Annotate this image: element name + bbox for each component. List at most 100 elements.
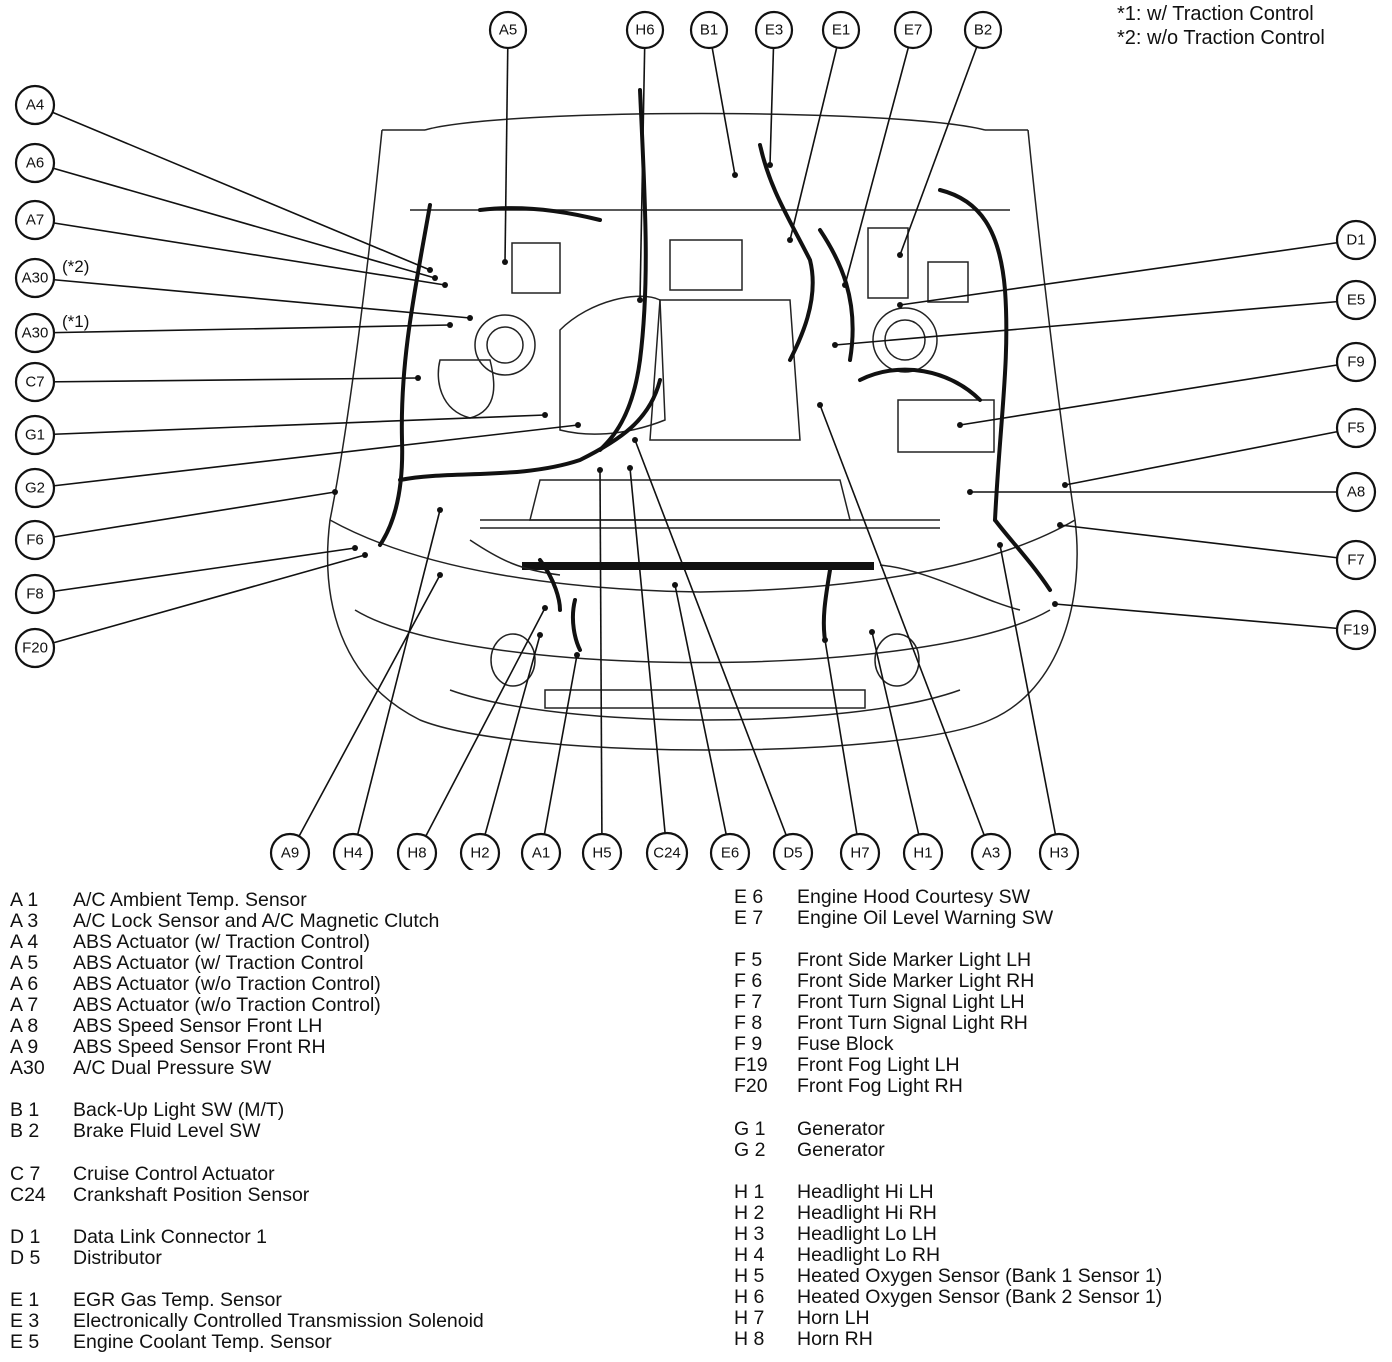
legend-code: A 1 — [10, 889, 39, 911]
note-traction-control: *1: w/ Traction Control — [1117, 3, 1314, 25]
connector-point-h3 — [997, 542, 1003, 548]
leader-line-f7 — [1059, 524, 1357, 561]
legend-description: Headlight Hi RH — [797, 1202, 937, 1224]
leader-line-g1 — [34, 414, 546, 436]
connector-point-f5 — [1062, 482, 1068, 488]
legend-code: H 6 — [734, 1286, 765, 1308]
legend-code: F 7 — [734, 991, 763, 1013]
legend-code: B 1 — [10, 1099, 40, 1121]
leader-line-f9 — [959, 361, 1357, 426]
callout-e5: E5 — [1335, 279, 1377, 321]
callout-label: F19 — [1343, 622, 1369, 639]
callout-b2: B2 — [963, 10, 1003, 50]
connector-point-g1 — [542, 412, 548, 418]
legend-description: Heated Oxygen Sensor (Bank 2 Sensor 1) — [797, 1286, 1163, 1308]
callout-circle — [625, 10, 665, 50]
connector-point-b2 — [897, 252, 903, 258]
leader-line-e7 — [844, 29, 914, 286]
callout-circle — [1335, 341, 1377, 383]
wiring-harness — [378, 88, 1052, 652]
callout-circle — [396, 832, 438, 870]
legend-code: A 7 — [10, 994, 39, 1016]
callout-circle — [14, 142, 56, 184]
legend-code: F 9 — [734, 1033, 763, 1055]
connector-point-a4 — [427, 267, 433, 273]
connector-point-e3 — [767, 162, 773, 168]
legend-description: Engine Coolant Temp. Sensor — [73, 1331, 332, 1353]
callout-a9: A9 — [269, 832, 311, 870]
callout-f20: F20 — [14, 627, 56, 669]
legend-description: Fuse Block — [797, 1033, 894, 1055]
legend-description: Back-Up Light SW (M/T) — [73, 1099, 285, 1121]
callout-a7: A7 — [14, 199, 56, 241]
callout-circle — [754, 10, 794, 50]
callout-label: E7 — [904, 22, 922, 39]
callout-label: B2 — [974, 22, 992, 39]
legend-description: ABS Speed Sensor Front LH — [73, 1015, 323, 1037]
connector-point-h2 — [537, 632, 543, 638]
legend-code: E 3 — [10, 1310, 40, 1332]
leader-line-d5 — [634, 439, 794, 854]
leader-line-e6 — [674, 584, 731, 854]
callout-label: A1 — [532, 845, 550, 862]
callout-label: E6 — [721, 845, 739, 862]
leader-line-f6 — [34, 491, 336, 541]
callout-g2: G2 — [14, 467, 56, 509]
callout-label: F20 — [22, 640, 48, 657]
legend-code: H 8 — [734, 1328, 765, 1350]
callout-e3: E3 — [754, 10, 794, 50]
legend-description: A/C Ambient Temp. Sensor — [73, 889, 307, 911]
connector-point-h6 — [637, 297, 643, 303]
connector-point-c24 — [627, 465, 633, 471]
leader-line-h3 — [999, 544, 1060, 854]
legend-code: H 1 — [734, 1181, 765, 1203]
connector-point-a9 — [437, 572, 443, 578]
callout-label: A30 — [22, 270, 49, 287]
callout-label: A30 — [22, 325, 49, 342]
callout-circle — [963, 10, 1003, 50]
callout-circle — [1335, 219, 1377, 261]
callout-circle — [14, 627, 56, 669]
legend-description: Engine Hood Courtesy SW — [797, 886, 1031, 908]
legend-code: F 8 — [734, 1012, 763, 1034]
callout-label: H2 — [470, 845, 489, 862]
callout-circle — [772, 832, 814, 870]
legend-code: F20 — [734, 1075, 768, 1097]
leader-line-a30 — [34, 324, 451, 334]
callout-circle — [14, 573, 56, 615]
leader-line-h1 — [871, 631, 924, 854]
option-marker-no-traction: (*2) — [62, 257, 89, 276]
callout-c24: C24 — [645, 831, 689, 870]
callout-label: F9 — [1347, 354, 1365, 371]
callout-h1: H1 — [902, 832, 944, 870]
connector-point-b1 — [732, 172, 738, 178]
callout-a3: A3 — [970, 832, 1012, 870]
legend-code: H 7 — [734, 1307, 765, 1329]
leader-line-b1 — [708, 29, 736, 176]
callout-circle — [1038, 832, 1080, 870]
callout-circle — [902, 832, 944, 870]
callout-h2: H2 — [459, 832, 501, 870]
callout-h4: H4 — [332, 832, 374, 870]
callout-circle — [14, 467, 56, 509]
callout-circle — [893, 10, 933, 50]
legend-description: Headlight Hi LH — [797, 1181, 934, 1203]
legend-description: ABS Speed Sensor Front RH — [73, 1036, 326, 1058]
callout-h8: H8 — [396, 832, 438, 870]
legend-description: Headlight Lo LH — [797, 1223, 937, 1245]
connector-point-a30 — [467, 315, 473, 321]
callout-g1: G1 — [14, 414, 56, 456]
legend-code: H 3 — [734, 1223, 765, 1245]
legend-description: Electronically Controlled Transmission S… — [73, 1310, 484, 1332]
connector-point-f20 — [362, 552, 368, 558]
legend-code: G 1 — [734, 1118, 766, 1140]
leader-line-e5 — [834, 299, 1357, 346]
engine-components — [437, 227, 1021, 611]
legend-code: A30 — [10, 1057, 45, 1079]
connector-point-f19 — [1052, 601, 1058, 607]
callout-a30: A30 — [14, 257, 56, 299]
callout-a8: A8 — [1335, 471, 1377, 513]
callout-f8: F8 — [14, 573, 56, 615]
legend-code: C24 — [10, 1184, 46, 1206]
legend-description: A/C Dual Pressure SW — [73, 1057, 272, 1079]
